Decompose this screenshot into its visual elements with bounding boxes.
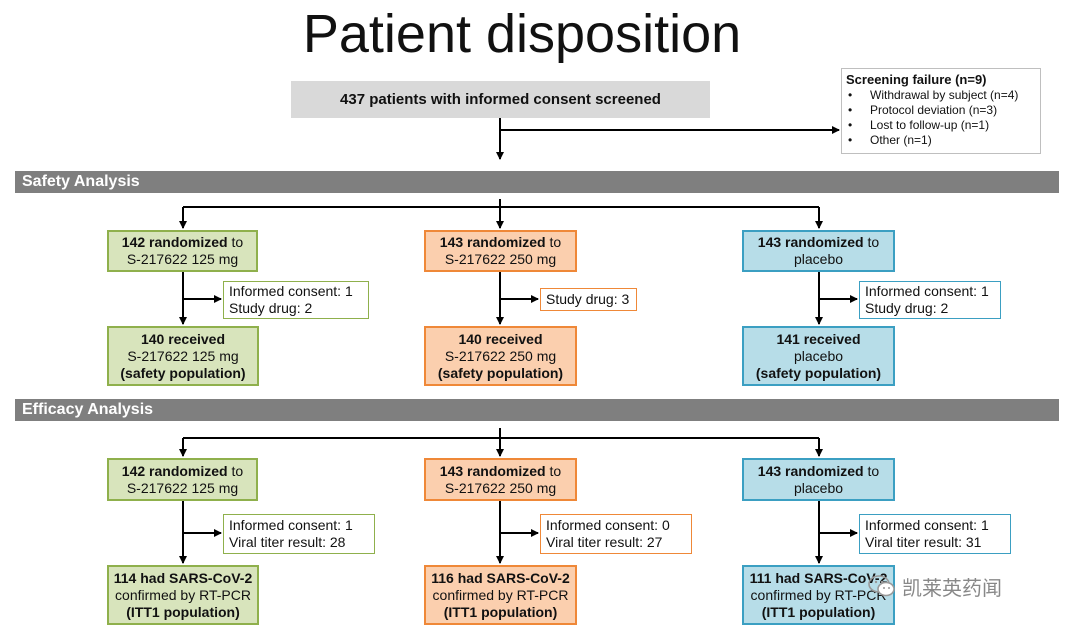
received-count: 141 received: [776, 330, 861, 347]
randomized-count: 143 randomized: [757, 462, 864, 479]
efficacy-arm3-confirmed: 111 had SARS-CoV-2 confirmed by RT-PCR (…: [742, 565, 895, 625]
confirmed-count: 111 had SARS-CoV-2: [749, 569, 888, 586]
population-label: (safety population): [755, 364, 882, 381]
randomized-count: 142 randomized: [121, 462, 228, 479]
population-label: (ITT1 population): [761, 603, 876, 620]
confirmed-method: confirmed by RT-PCR: [432, 586, 569, 603]
failure-item: Other (n=1): [846, 133, 1040, 148]
safety-arm2-excluded: Study drug: 3: [540, 288, 637, 311]
arm-name: S-217622 125 mg: [126, 251, 239, 267]
excluded-item: Informed consent: 1: [229, 517, 353, 533]
arm-name: S-217622 250 mg: [444, 347, 557, 364]
safety-arm1-randomized: 142 randomized to S-217622 125 mg: [107, 230, 258, 272]
arm-name: S-217622 125 mg: [127, 347, 239, 364]
arm-name: S-217622 125 mg: [126, 479, 239, 496]
excluded-item: Viral titer result: 31: [865, 534, 982, 550]
confirmed-method: confirmed by RT-PCR: [750, 586, 887, 603]
watermark-text: 凯莱英药闻: [902, 577, 1002, 600]
failure-item: Lost to follow-up (n=1): [846, 118, 1040, 133]
confirmed-count: 114 had SARS-CoV-2: [113, 569, 253, 586]
safety-arm2-received: 140 received S-217622 250 mg (safety pop…: [424, 326, 577, 386]
efficacy-arm3-excluded: Informed consent: 1 Viral titer result: …: [859, 514, 1011, 554]
randomized-count: 143 randomized: [757, 234, 864, 250]
randomized-to: to: [545, 462, 562, 479]
excluded-item: Informed consent: 1: [865, 283, 989, 299]
randomized-count: 142 randomized: [121, 234, 228, 250]
confirmed-count: 116 had SARS-CoV-2: [431, 569, 570, 586]
arm-name: placebo: [793, 347, 844, 364]
wechat-icon: [868, 575, 895, 597]
safety-arm2-randomized: 143 randomized to S-217622 250 mg: [424, 230, 577, 272]
watermark: 凯莱英药闻: [868, 568, 1048, 604]
efficacy-arm1-excluded: Informed consent: 1 Viral titer result: …: [223, 514, 375, 554]
arm-name: placebo: [793, 479, 844, 496]
excluded-item: Study drug: 2: [865, 300, 949, 316]
received-count: 140 received: [140, 330, 226, 347]
screening-failure-box: Screening failure (n=9) Withdrawal by su…: [841, 68, 1041, 154]
randomized-to: to: [863, 234, 880, 250]
safety-arm3-randomized: 143 randomized to placebo: [742, 230, 895, 272]
excluded-item: Informed consent: 1: [865, 517, 989, 533]
population-label: (safety population): [437, 364, 564, 381]
randomized-count: 143 randomized: [439, 234, 546, 250]
safety-arm3-received: 141 received placebo (safety population): [742, 326, 895, 386]
excluded-item: Informed consent: 1: [229, 283, 353, 299]
safety-arm1-excluded: Informed consent: 1 Study drug: 2: [223, 281, 369, 319]
randomized-to: to: [227, 462, 244, 479]
arm-name: placebo: [793, 251, 844, 267]
efficacy-arm1-confirmed: 114 had SARS-CoV-2 confirmed by RT-PCR (…: [107, 565, 259, 625]
efficacy-arm2-randomized: 143 randomized to S-217622 250 mg: [424, 458, 577, 501]
safety-analysis-bar: Safety Analysis: [15, 171, 1059, 193]
randomized-to: to: [545, 234, 562, 250]
confirmed-method: confirmed by RT-PCR: [115, 586, 251, 603]
screened-box: 437 patients with informed consent scree…: [291, 81, 710, 118]
page-title: Patient disposition: [302, 4, 742, 64]
efficacy-arm2-confirmed: 116 had SARS-CoV-2 confirmed by RT-PCR (…: [424, 565, 577, 625]
population-label: (ITT1 population): [126, 603, 240, 620]
randomized-count: 143 randomized: [439, 462, 546, 479]
failure-item: Protocol deviation (n=3): [846, 103, 1040, 118]
randomized-to: to: [227, 234, 244, 250]
excluded-item: Informed consent: 0: [546, 517, 670, 533]
efficacy-arm2-excluded: Informed consent: 0 Viral titer result: …: [540, 514, 692, 554]
population-label: (safety population): [120, 364, 246, 381]
excluded-item: Study drug: 3: [546, 291, 630, 307]
arm-name: S-217622 250 mg: [444, 479, 557, 496]
randomized-to: to: [863, 462, 880, 479]
safety-arm1-received: 140 received S-217622 125 mg (safety pop…: [107, 326, 259, 386]
population-label: (ITT1 population): [443, 603, 558, 620]
efficacy-analysis-bar: Efficacy Analysis: [15, 399, 1059, 421]
excluded-item: Viral titer result: 28: [229, 534, 346, 550]
arm-name: S-217622 250 mg: [444, 251, 557, 267]
failure-item: Withdrawal by subject (n=4): [846, 88, 1040, 103]
efficacy-arm3-randomized: 143 randomized to placebo: [742, 458, 895, 501]
excluded-item: Study drug: 2: [229, 300, 313, 316]
excluded-item: Viral titer result: 27: [546, 534, 663, 550]
safety-arm3-excluded: Informed consent: 1 Study drug: 2: [859, 281, 1001, 319]
efficacy-arm1-randomized: 142 randomized to S-217622 125 mg: [107, 458, 258, 501]
screening-failure-heading: Screening failure (n=9): [846, 72, 987, 87]
received-count: 140 received: [458, 330, 543, 347]
